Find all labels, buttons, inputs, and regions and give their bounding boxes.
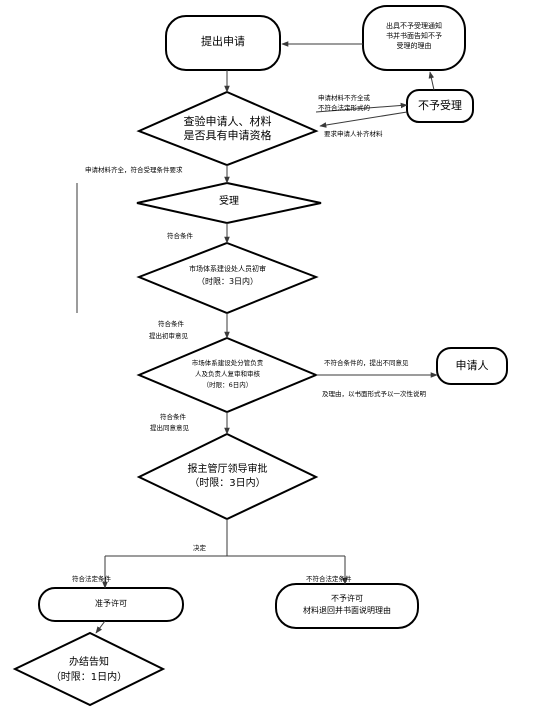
submit-node	[165, 15, 281, 71]
not-accept-notice-line3: 受理的理由	[396, 42, 432, 50]
edge-label-propose-agree: 提出同意意见	[150, 424, 189, 432]
arrow-grant-to-notify	[95, 620, 106, 634]
initial-review-label-line2: （时限：3日内）	[196, 277, 259, 286]
edge-label-meets-2: 符合条件	[158, 320, 184, 328]
grant-label: 准予许可	[95, 599, 127, 608]
edge-label-reason: 及理由，以书面形式予以一次性说明	[322, 390, 426, 398]
edge-label-propose-initial: 提出初审意见	[149, 332, 188, 340]
initial-review-label-line1: 市场体系建设处人员初审	[189, 265, 266, 273]
submit-label: 提出申请	[201, 35, 245, 48]
approval-label-line2: （时限：3日内）	[189, 478, 266, 489]
not-accept-notice-line1: 出具不予受理通知	[386, 22, 442, 30]
arrow-review-to-not-accept	[315, 102, 408, 113]
second-review-label-line2: 人及负责人复审和审核	[195, 370, 260, 378]
grant-node	[38, 587, 184, 622]
notify-node	[12, 631, 166, 707]
not-accept-notice-line2: 书并书面告知不予	[386, 32, 442, 40]
notify-label-line1: 办结告知	[69, 657, 109, 668]
edge-label-decide: 决定	[193, 544, 206, 552]
applicant-node	[436, 347, 508, 385]
review-label-line2: 是否具有申请资格	[183, 129, 272, 142]
second-review-label-line1: 市场体系建设处分管负责	[191, 359, 264, 367]
edge-label-meets-3: 符合条件	[160, 413, 186, 421]
edge-label-not-meet: 不符合条件的，提出不同意见	[324, 359, 409, 367]
arrow-review-require-supplement	[319, 111, 408, 128]
review-label-line1: 查验申请人、材料	[183, 115, 272, 128]
notify-label-line2: （时限：1日内）	[50, 672, 128, 683]
edge-label-incomplete-1: 申请材料不齐全或	[318, 94, 370, 102]
deny-label-line2: 材料退回并书面说明理由	[303, 606, 391, 615]
not-accept-notice-node	[362, 5, 466, 71]
not-accept-label: 不予受理	[418, 99, 462, 112]
approval-node	[136, 432, 319, 521]
accept-label: 受理	[219, 196, 239, 207]
edge-label-legal-ok: 符合法定条件	[72, 575, 111, 583]
edge-label-complete: 申请材料齐全，符合受理条件要求	[85, 166, 183, 174]
deny-label-line1: 不予许可	[331, 594, 363, 603]
arrow-not-accept-to-notice	[428, 71, 435, 91]
edge-label-require-supplement: 要求申请人补齐材料	[324, 130, 383, 138]
edge-label-legal-not-ok: 不符合法定条件	[306, 575, 352, 583]
second-review-label-line3: （时限：6日内）	[202, 381, 253, 389]
approval-label-line1: 报主管厅领导审批	[187, 464, 268, 475]
edge-label-incomplete-2: 不符合法定形式的	[318, 104, 370, 112]
edge-label-meets-1: 符合条件	[167, 232, 193, 240]
applicant-label: 申请人	[455, 359, 489, 372]
